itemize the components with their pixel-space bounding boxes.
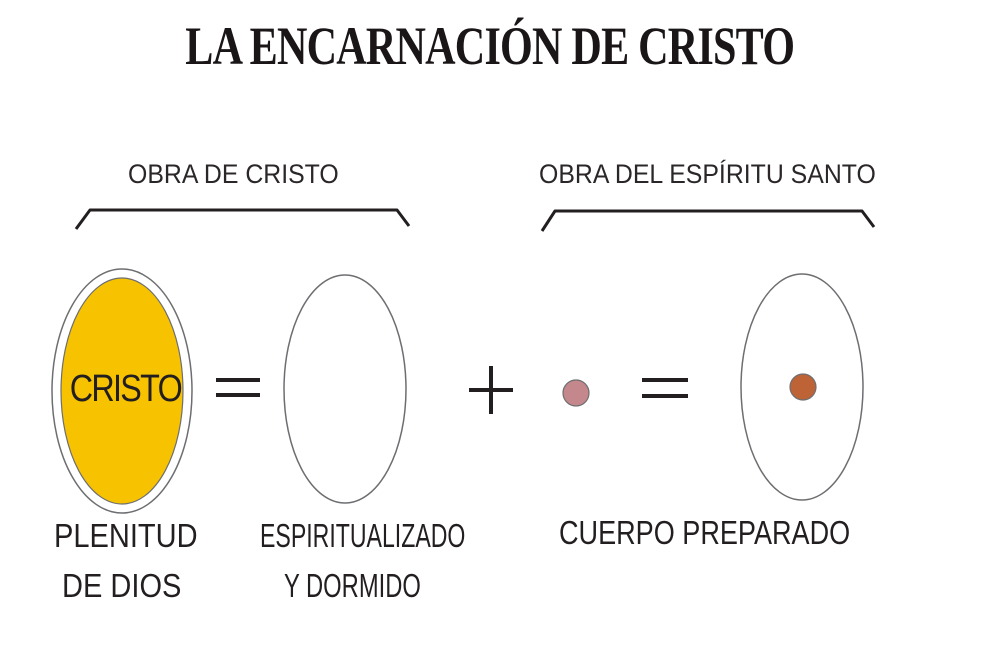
caption-de-dios: DE DIOS (62, 567, 182, 604)
group-label-obra-de-cristo: OBRA DE CRISTO (128, 159, 339, 189)
bracket-obra-de-cristo (74, 208, 411, 230)
caption-cuerpo-preparado: CUERPO PREPARADO (559, 514, 851, 551)
plus-icon (469, 366, 513, 414)
caption-y-dormido: Y DORMIDO (284, 567, 421, 604)
seed-dot (562, 379, 590, 407)
group-label-obra-del-espiritu-santo: OBRA DEL ESPÍRITU SANTO (539, 159, 876, 189)
equals-icon (642, 378, 688, 398)
bracket-obra-del-espiritu-santo (540, 209, 876, 232)
caption-plenitud: PLENITUD (54, 517, 198, 554)
page-title: LA ENCARNACIÓN DE CRISTO (185, 16, 795, 76)
body-dot (789, 373, 817, 401)
cristo-label: CRISTO (69, 368, 183, 410)
equals-icon (216, 378, 260, 397)
cristo-ellipse (60, 277, 184, 505)
caption-espiritualizado: ESPIRITUALIZADO (260, 517, 466, 554)
spirit-ellipse (283, 274, 407, 504)
